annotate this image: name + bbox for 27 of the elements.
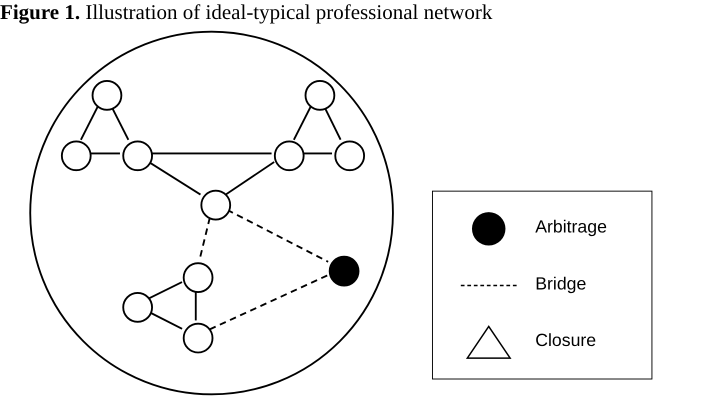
legend-label: Arbitrage (535, 218, 607, 238)
tie-line (148, 160, 201, 196)
tie-line (148, 281, 182, 300)
network-node (334, 140, 365, 171)
dashed-bridge-line (209, 274, 328, 330)
network-node (182, 322, 213, 353)
network-node (304, 80, 335, 110)
network-node (91, 80, 122, 110)
network-node (60, 140, 92, 171)
network-node (182, 262, 213, 293)
network-boundary-circle (29, 30, 394, 396)
network-node (122, 292, 153, 322)
legend-label: Closure (535, 331, 596, 352)
tie-line (148, 311, 182, 330)
network-node (273, 140, 304, 171)
tie-line (89, 152, 120, 154)
figure-title: Figure 1. Illustration of ideal-typical professional network (0, 0, 492, 25)
tie-line (194, 290, 197, 320)
tie-line (293, 106, 312, 140)
network-node (122, 140, 153, 171)
network-node (200, 189, 231, 220)
tie-line (80, 106, 99, 140)
tie-line (226, 161, 275, 195)
arbitrage-node (328, 255, 359, 286)
tie-line (150, 152, 272, 154)
legend-label: Bridge (535, 274, 586, 295)
tie-line (302, 152, 332, 154)
